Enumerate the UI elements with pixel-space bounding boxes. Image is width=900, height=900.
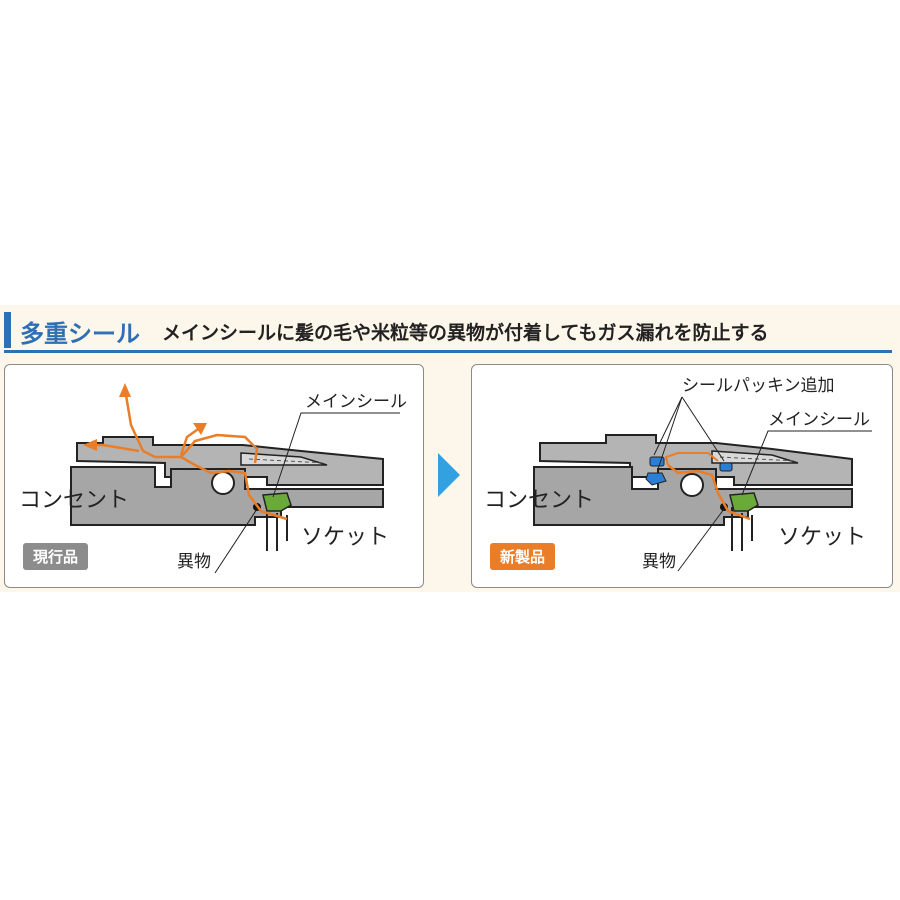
dashed-guide xyxy=(719,456,797,462)
dashed-guide xyxy=(248,458,326,464)
main-seal-label: メインシール xyxy=(768,410,870,430)
packing-leader-1 xyxy=(653,396,683,456)
blocked-leak-path xyxy=(667,464,751,521)
packing-leader-2 xyxy=(657,396,683,470)
lock-ball xyxy=(211,471,235,495)
outlet-body xyxy=(70,466,384,526)
added-packing-3 xyxy=(719,462,733,472)
section-header: 多重シール メインシールに髪の毛や米粒等の異物が付着してもガス漏れを防止する xyxy=(4,312,892,353)
main-seal-leader xyxy=(272,412,400,498)
added-packing-label: シールパッキン追加 xyxy=(682,376,835,396)
foreign-label: 異物 xyxy=(642,552,676,572)
new-product-panel: シールパッキン追加 メインシール コンセント ソケット 異物 新製品 xyxy=(471,364,893,588)
main-seal-leader xyxy=(741,430,872,496)
header-accent-bar xyxy=(4,312,11,348)
socket-lower xyxy=(731,507,753,551)
socket-label: ソケット xyxy=(778,525,867,550)
main-seal-label: メインシール xyxy=(305,392,407,412)
header-title: 多重シール xyxy=(20,320,140,348)
added-packing-1 xyxy=(649,456,665,467)
leak-arrowhead-up xyxy=(119,383,131,397)
main-seal-ring xyxy=(262,492,292,512)
foreign-leader xyxy=(214,508,258,574)
current-product-panel: メインシール コンセント ソケット 異物 現行品 xyxy=(4,364,424,588)
socket-label: ソケット xyxy=(301,525,390,550)
leak-path xyxy=(142,449,288,521)
main-seal-ring xyxy=(729,492,759,512)
leak-arrowhead-left xyxy=(83,439,97,451)
leak-path-upper xyxy=(180,433,259,464)
foreign-leader xyxy=(677,508,725,572)
current-product-badge: 現行品 xyxy=(23,543,89,570)
socket-lower xyxy=(266,507,288,551)
current-product-diagram xyxy=(70,383,400,574)
blocked-leak-path-upper xyxy=(664,452,719,466)
new-product-diagram xyxy=(533,396,872,572)
outlet-label: コンセント xyxy=(484,488,595,513)
lock-ball xyxy=(680,473,704,497)
transition-arrow-icon xyxy=(438,453,460,497)
header-subtitle: メインシールに髪の毛や米粒等の異物が付着してもガス漏れを防止する xyxy=(162,322,769,344)
packing-leader-3 xyxy=(681,396,725,462)
foreign-label: 異物 xyxy=(177,552,211,572)
added-packing-2 xyxy=(645,472,667,486)
outlet-label: コンセント xyxy=(19,488,130,513)
leak-arrow-mid xyxy=(179,425,202,456)
leak-arrow-up xyxy=(123,388,145,452)
leak-arrowhead-mid xyxy=(193,423,207,435)
new-product-badge: 新製品 xyxy=(490,543,556,570)
header-rule xyxy=(4,350,892,353)
